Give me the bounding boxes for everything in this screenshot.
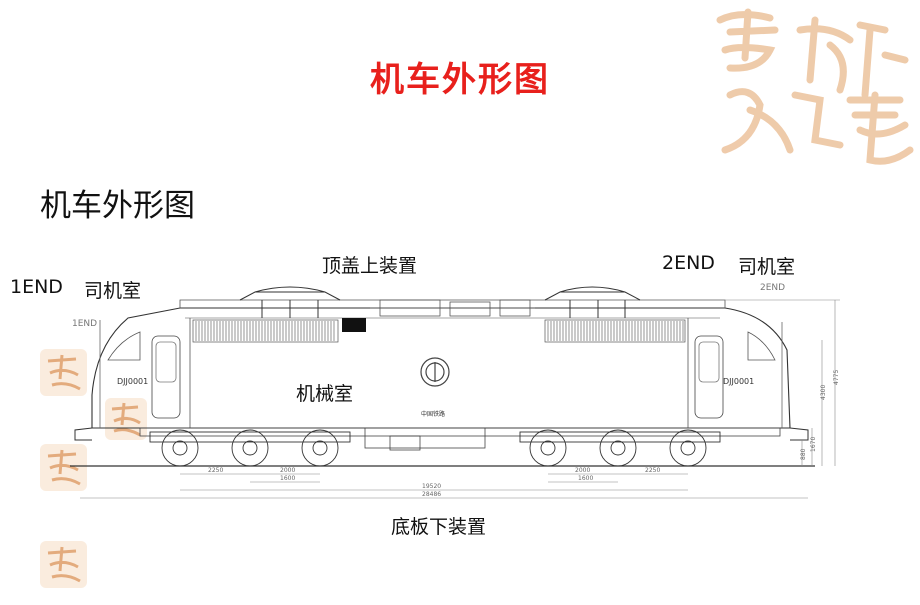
car-number-right: DJJ0001 (723, 377, 754, 386)
drawing-end-mark-2: 2END (760, 283, 785, 293)
seal-stamp-left-4 (40, 541, 87, 588)
slide-subtitle: 机车外形图 (40, 188, 195, 224)
cab-door-right (694, 335, 724, 419)
dim-28486: 28486 (422, 491, 441, 498)
dim-4775: 4775 (833, 370, 840, 385)
label-1end: 1END (10, 276, 63, 298)
wheel (301, 429, 339, 467)
seal-stamp-left-3 (40, 444, 87, 491)
wheel (529, 429, 567, 467)
pantograph-right (544, 286, 641, 318)
label-2end: 2END (662, 252, 715, 274)
dim-19520: 19520 (422, 483, 441, 490)
dim-1600-left: 1600 (280, 475, 295, 482)
dim-2250-right: 2250 (645, 467, 660, 474)
wheel (669, 429, 707, 467)
bogie-right (519, 429, 721, 467)
coupler-left (74, 427, 93, 441)
dim-2000-right: 2000 (575, 467, 590, 474)
label-cab-left: 司机室 (84, 280, 142, 302)
pantograph-left (239, 286, 341, 318)
seal-stamp-left-2 (105, 398, 147, 440)
wheel (161, 429, 199, 467)
railway-emblem (420, 357, 450, 387)
label-cab-right: 司机室 (738, 256, 796, 278)
dim-4300: 4300 (820, 385, 827, 400)
slide-title: 机车外形图 (370, 60, 550, 100)
dim-2250-left: 2250 (208, 467, 223, 474)
auspicious-seal-top-right (716, 8, 914, 165)
side-text: 中国铁路 (421, 410, 445, 418)
wheel (231, 429, 269, 467)
car-number-left: DJJ0001 (117, 377, 148, 386)
coupler-right (789, 427, 809, 441)
label-underframe-equipment: 底板下装置 (391, 516, 487, 538)
louver-grille-right (544, 319, 686, 343)
label-machine-room: 机械室 (296, 383, 354, 405)
dim-880: 880 (800, 448, 807, 460)
louver-grille-left (192, 319, 339, 343)
cab-door-left (151, 335, 181, 419)
roof-equipment-black-box (342, 318, 366, 332)
dim-1670: 1670 (810, 437, 817, 452)
wheel (599, 429, 637, 467)
bogie-left (149, 429, 351, 467)
drawing-end-mark-1: 1END (72, 319, 97, 329)
dim-2000-left: 2000 (280, 467, 295, 474)
seal-stamp-left-1 (40, 349, 87, 396)
label-roof-equipment: 顶盖上装置 (322, 255, 418, 277)
underframe (139, 427, 781, 451)
dim-1600-right: 1600 (578, 475, 593, 482)
